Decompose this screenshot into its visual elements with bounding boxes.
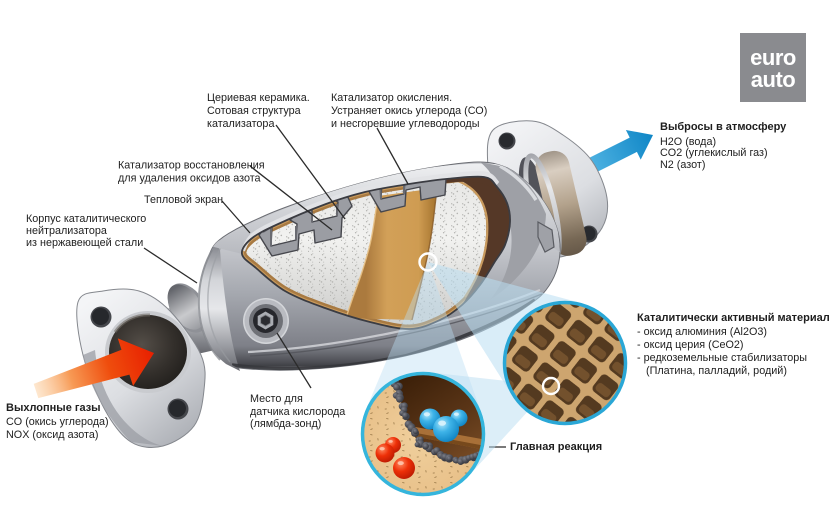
svg-text:Катализатор окисления.: Катализатор окисления.: [331, 92, 452, 104]
svg-text:Выбросы в атмосферу: Выбросы в атмосферу: [660, 121, 787, 133]
svg-text:auto: auto: [751, 67, 796, 92]
svg-text:(Платина, палладий, родий): (Платина, палладий, родий): [646, 365, 787, 377]
svg-text:CO (окись углерода): CO (окись углерода): [6, 416, 109, 428]
svg-text:- редкоземельные стабилизаторы: - редкоземельные стабилизаторы: [637, 352, 807, 364]
svg-text:и несгоревшие углеводороды: и несгоревшие углеводороды: [331, 118, 480, 130]
svg-text:катализатора: катализатора: [207, 118, 274, 130]
svg-text:Главная реакция: Главная реакция: [510, 441, 602, 453]
svg-text:Каталитически активный материа: Каталитически активный материал: [637, 312, 830, 324]
svg-text:Цериевая керамика.: Цериевая керамика.: [207, 92, 310, 104]
svg-text:Катализатор восстановления: Катализатор восстановления: [118, 160, 265, 172]
svg-text:Сотовая структура: Сотовая структура: [207, 105, 301, 117]
svg-text:нейтрализатора: нейтрализатора: [26, 225, 107, 237]
svg-text:H2O (вода): H2O (вода): [660, 136, 716, 148]
svg-text:N2 (азот): N2 (азот): [660, 159, 705, 171]
svg-text:Место для: Место для: [250, 393, 303, 405]
svg-text:датчика кислорода: датчика кислорода: [250, 406, 345, 418]
svg-text:из нержавеющей стали: из нержавеющей стали: [26, 237, 143, 249]
svg-text:Выхлопные газы: Выхлопные газы: [6, 402, 101, 414]
svg-text:Устраняет окись углерода (СО): Устраняет окись углерода (СО): [331, 105, 487, 117]
svg-text:Корпус каталитического: Корпус каталитического: [26, 213, 146, 225]
svg-text:euro: euro: [750, 45, 796, 70]
svg-text:- оксид церия (CeO2): - оксид церия (CeO2): [637, 339, 744, 351]
svg-text:NOX (оксид азота): NOX (оксид азота): [6, 429, 98, 441]
svg-text:- оксид алюминия (Al2O3): - оксид алюминия (Al2O3): [637, 326, 767, 338]
svg-text:для удаления оксидов азота: для удаления оксидов азота: [118, 173, 261, 185]
svg-text:(лямбда-зонд): (лямбда-зонд): [250, 418, 321, 430]
svg-text:CO2 (углекислый газ): CO2 (углекислый газ): [660, 147, 768, 159]
svg-text:Тепловой экран: Тепловой экран: [144, 194, 223, 206]
